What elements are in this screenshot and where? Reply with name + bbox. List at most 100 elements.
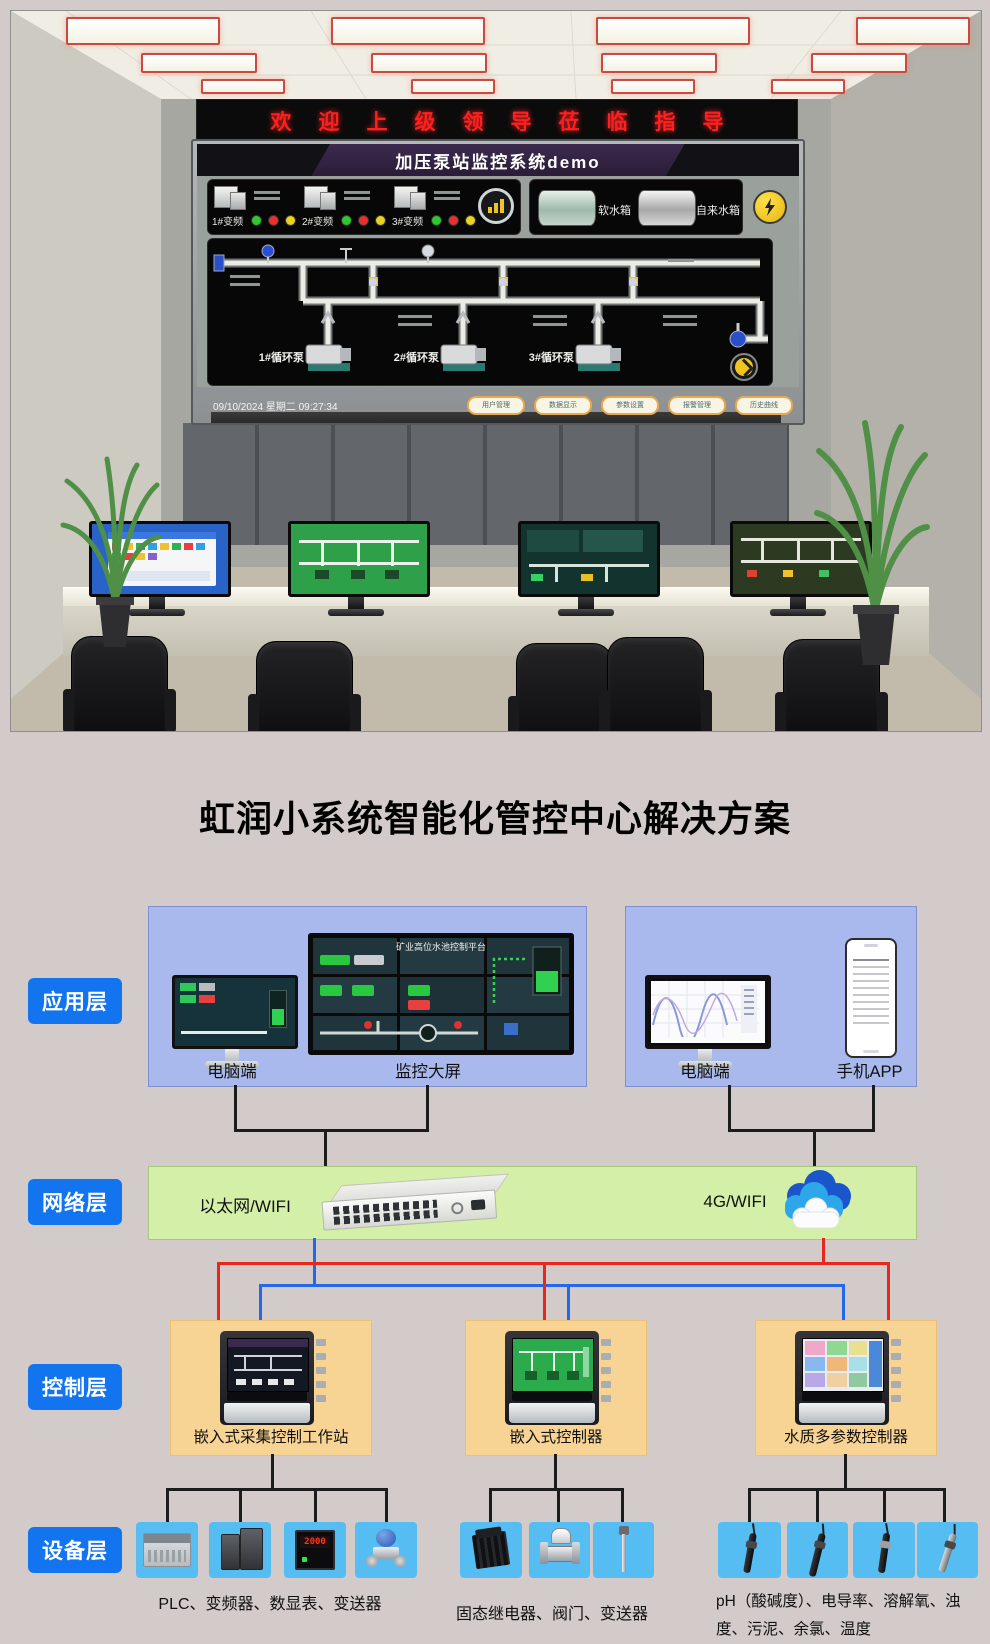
connector [324, 1129, 327, 1167]
control-box-controller: 嵌入式控制器 [465, 1320, 647, 1456]
ceiling-light [331, 17, 485, 45]
screen-bottom-shadow [211, 412, 781, 423]
device-box-ssr [460, 1522, 522, 1578]
tree-line [489, 1488, 492, 1522]
tree-line [883, 1488, 886, 1522]
ceiling-light [601, 53, 717, 73]
app-item-label: 电脑端 [207, 1063, 257, 1081]
tree-line [385, 1488, 388, 1522]
video-wall-title: 矿业高位水池控制平台 [396, 941, 486, 952]
tree-line [748, 1488, 751, 1522]
tank-label: 软水箱 [598, 205, 631, 217]
screen-title: 加压泵站监控系统demo [311, 144, 685, 176]
ceiling-light [611, 79, 695, 94]
tree-line [166, 1488, 388, 1491]
probe-transmitter-icon [614, 1526, 634, 1574]
pump-icons [305, 344, 621, 371]
tree-line [621, 1488, 624, 1522]
piping-diagram: 1#循环泵 2#循环泵 3#循环泵 [213, 244, 768, 381]
office-chair [508, 643, 621, 731]
connector [234, 1085, 237, 1131]
network-layer-box [148, 1166, 917, 1240]
bus-line-blue [259, 1284, 845, 1287]
device-box-probe-transmitter [593, 1522, 654, 1578]
hmi-button: 数据显示 [534, 395, 592, 415]
tree-line [489, 1488, 624, 1491]
bus-line-red [217, 1262, 220, 1320]
plant-left [60, 456, 162, 647]
pc-monitor-left [172, 975, 298, 1071]
network-item-label: 以太网/WIFI [199, 1197, 291, 1216]
tree-line [943, 1488, 946, 1522]
vfd-icon [217, 1528, 263, 1570]
device-box-sensor-turbidity [917, 1522, 978, 1578]
video-wall: 矿业高位水池控制平台 [308, 933, 574, 1055]
hmi-button: 历史曲线 [735, 395, 793, 415]
hmi-button-row: 用户管理 数据显示 参数设置 报警管理 历史曲线 [467, 395, 793, 415]
valve-icon [538, 1528, 582, 1572]
office-chair [775, 639, 888, 731]
bus-line-blue [842, 1284, 845, 1320]
transmitter-icon [366, 1529, 406, 1571]
vfd-unit-2: 2#变频 [300, 186, 386, 228]
lightning-badge-icon [753, 190, 787, 224]
embedded-workstation-icon [216, 1331, 326, 1425]
tree-line [271, 1454, 274, 1488]
device-box-valve [529, 1522, 590, 1578]
hmi-button: 报警管理 [668, 395, 726, 415]
tank-label: 自来水箱 [696, 205, 740, 217]
app-item-label: 电脑端 [680, 1063, 730, 1081]
ph-sensor-icon [734, 1523, 764, 1576]
bus-line-red [217, 1262, 890, 1265]
network-item-label: 4G/WIFI [703, 1192, 767, 1211]
bar-gauge-icon [478, 188, 514, 224]
ceiling-light [411, 79, 495, 94]
connector [234, 1129, 429, 1132]
vfd-panel: 1#变频 2#变频 3#变频 [207, 179, 521, 235]
tree-line [816, 1488, 819, 1522]
conductivity-sensor-icon [801, 1523, 834, 1578]
layer-pill-network: 网络层 [28, 1179, 122, 1225]
solid-state-relay-icon [471, 1530, 511, 1570]
app-item-label: 监控大屏 [395, 1063, 461, 1081]
ceiling-light [856, 17, 970, 45]
monitoring-wall-screen: 加压泵站监控系统demo 1#变频 2#变频 [191, 139, 805, 425]
device-box-transmitter [355, 1522, 417, 1578]
control-item-label: 嵌入式控制器 [509, 1429, 603, 1446]
device-caption-1: PLC、变频器、数显表、变送器 [158, 1596, 382, 1613]
vfd-label: 1#变频 [212, 217, 244, 228]
connector [872, 1085, 875, 1131]
connector [426, 1085, 429, 1131]
tree-line [557, 1488, 560, 1522]
device-caption-3: pH（酸碱度）、电导率、溶解氧、浊度、污泥、余氯、温度 [716, 1593, 961, 1638]
smartphone [845, 938, 897, 1058]
layer-pill-application: 应用层 [28, 978, 122, 1024]
connector [728, 1085, 731, 1131]
piping-mimic-panel: 1#循环泵 2#循环泵 3#循环泵 [207, 238, 773, 386]
control-room-photo: 欢迎上级领导莅临指导 加压泵站监控系统demo 1#变频 [10, 10, 982, 732]
control-box-workstation: 嵌入式采集控制工作站 [170, 1320, 372, 1456]
app-item-label: 手机APP [836, 1063, 903, 1081]
embedded-controller-icon [501, 1331, 611, 1425]
soft-water-tank-icon [538, 190, 596, 226]
tree-line [748, 1488, 946, 1491]
layer-pill-device: 设备层 [28, 1527, 122, 1573]
page-title: 虹润小系统智能化管控中心解决方案 [198, 798, 791, 840]
ceiling-light [66, 17, 220, 45]
tree-line [239, 1488, 242, 1522]
device-box-meter: 2000 [284, 1522, 346, 1578]
office-chair [599, 637, 712, 731]
vfd-unit-1: 1#变频 [210, 186, 296, 228]
device-box-sensor-ph [718, 1522, 781, 1578]
pump-label: 1#循环泵 [259, 350, 304, 364]
dissolved-oxygen-sensor-icon [870, 1523, 899, 1577]
bus-line-red [822, 1238, 825, 1265]
layer-pill-control: 控制层 [28, 1364, 122, 1410]
screen-datetime: 09/10/2024 星期二 09:27:34 [213, 401, 338, 413]
raw-water-tank-icon [638, 190, 696, 226]
screen-title-band: 加压泵站监控系统demo [197, 144, 799, 176]
vfd-unit-3: 3#变频 [390, 186, 476, 228]
screen-content: 1#变频 2#变频 3#变频 [197, 176, 799, 423]
connector [728, 1129, 875, 1132]
